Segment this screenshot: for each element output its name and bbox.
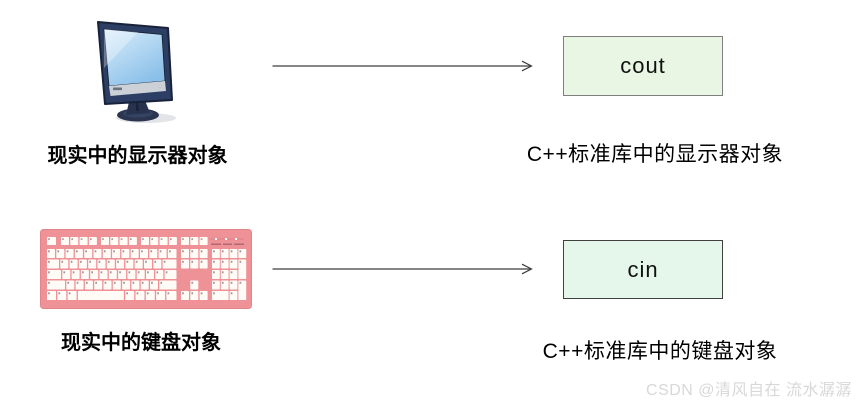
monitor-real-world-label: 现实中的显示器对象 — [47, 145, 228, 167]
cin-library-label: C++标准库中的键盘对象 — [542, 340, 778, 363]
cin-label: cin — [627, 256, 659, 282]
cout-library-label: C++标准库中的显示器对象 — [526, 143, 784, 166]
cout-box: cout — [563, 36, 723, 96]
cout-label: cout — [620, 53, 666, 78]
keyboard-keys — [47, 237, 247, 300]
watermark: CSDN @清风自在 流水潺潺 — [646, 382, 852, 399]
arrow-icon-keyboard-to-cin — [272, 263, 533, 275]
keyboard-real-world-label: 现实中的键盘对象 — [61, 332, 221, 354]
monitor-icon — [97, 21, 176, 123]
arrow-icon-monitor-to-cout — [272, 60, 533, 72]
keyboard-icon — [40, 229, 252, 309]
cin-box: cin — [563, 240, 723, 299]
